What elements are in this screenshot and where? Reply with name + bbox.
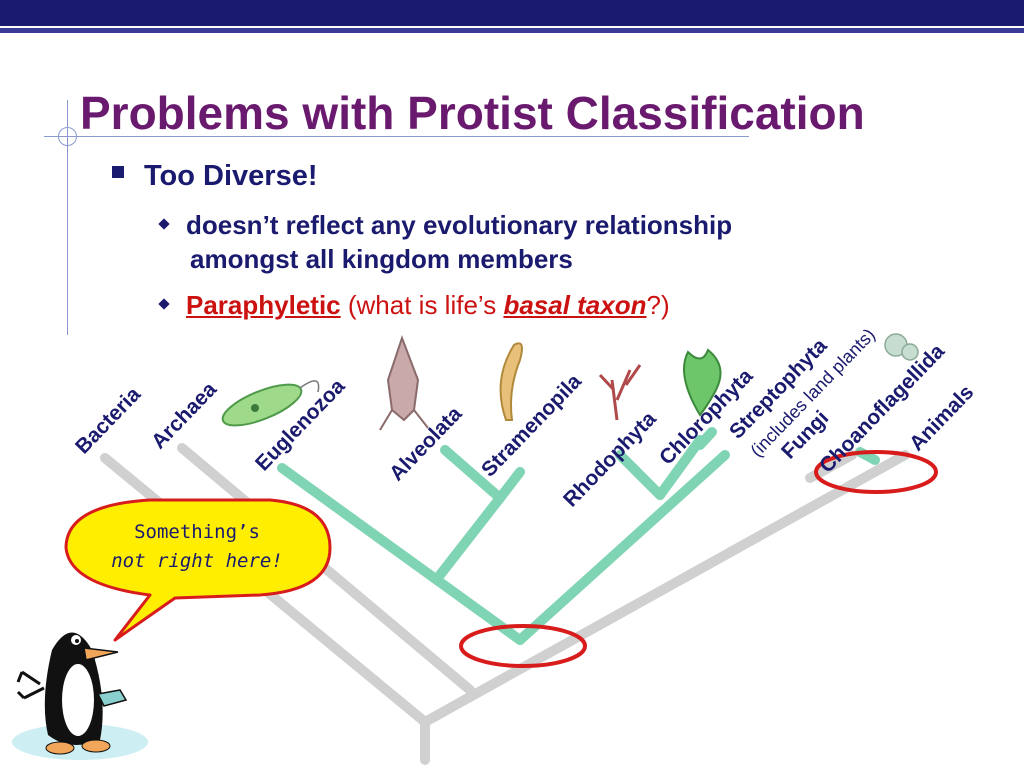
- paraphyletic-pre: (what is life’s: [340, 290, 504, 320]
- taxon-label-archaea: Archaea: [147, 378, 221, 454]
- branch-rhodophyta: [615, 450, 665, 500]
- paraphyletic-term: Paraphyletic: [186, 290, 341, 320]
- callout-text: Something’s not right here!: [92, 518, 302, 576]
- callout-line1: Something’s: [134, 521, 260, 543]
- stramenopile-organism-icon: [499, 342, 523, 421]
- speech-bubble: [64, 498, 332, 642]
- branch-alveolata-tip: [440, 445, 505, 503]
- bullet-too-diverse: Too Diverse!: [112, 160, 318, 193]
- bullet-text: Too Diverse!: [144, 160, 318, 192]
- branch-chlorophyta: [655, 435, 705, 500]
- taxon-label-stramenopila: Stramenopila: [477, 370, 586, 482]
- euglena-organism-icon: [221, 380, 320, 427]
- paraphyletic-post: ?): [646, 290, 670, 320]
- guide-circle: [58, 127, 77, 146]
- taxon-label-bacteria: Bacteria: [71, 383, 145, 459]
- plant-organism-icon: [884, 333, 919, 361]
- square-bullet-icon: [112, 166, 124, 178]
- sub-bullet-line2: amongst all kingdom members: [190, 244, 573, 274]
- top-bar-stripe: [0, 28, 1024, 33]
- callout-line2: not right here!: [111, 550, 283, 572]
- alveolate-organism-icon: [379, 335, 429, 431]
- trunk-right: [420, 450, 910, 727]
- guide-line-vertical: [67, 100, 68, 335]
- guide-line-horizontal: [44, 136, 749, 137]
- penguin-mascot-icon: [12, 632, 148, 760]
- highlight-ring-protists: [459, 624, 587, 668]
- slide-title: Problems with Protist Classification: [80, 87, 865, 139]
- branch-main-right: [515, 450, 730, 645]
- red-alga-organism-icon: [598, 364, 642, 421]
- sub-bullet-relationship: doesn’t reflect any evolutionary relatio…: [158, 208, 920, 276]
- green-alga-organism-icon: [683, 348, 722, 417]
- branch-alveolata: [435, 493, 505, 580]
- branch-streptophyta: [695, 427, 717, 450]
- taxon-label-rhodophyta: Rhodophyta: [559, 407, 661, 511]
- branch-stramenopila: [495, 467, 525, 503]
- taxon-label-animals: Animals: [905, 381, 978, 456]
- branch-euglenozoa: [277, 463, 525, 645]
- top-bar: [0, 0, 1024, 26]
- sub-bullet-paraphyletic: Paraphyletic (what is life’s basal taxon…: [158, 290, 670, 321]
- sub-bullet-line1: doesn’t reflect any evolutionary relatio…: [186, 210, 733, 240]
- basal-taxon-term: basal taxon: [503, 290, 647, 320]
- highlight-ring-animals: [814, 450, 938, 494]
